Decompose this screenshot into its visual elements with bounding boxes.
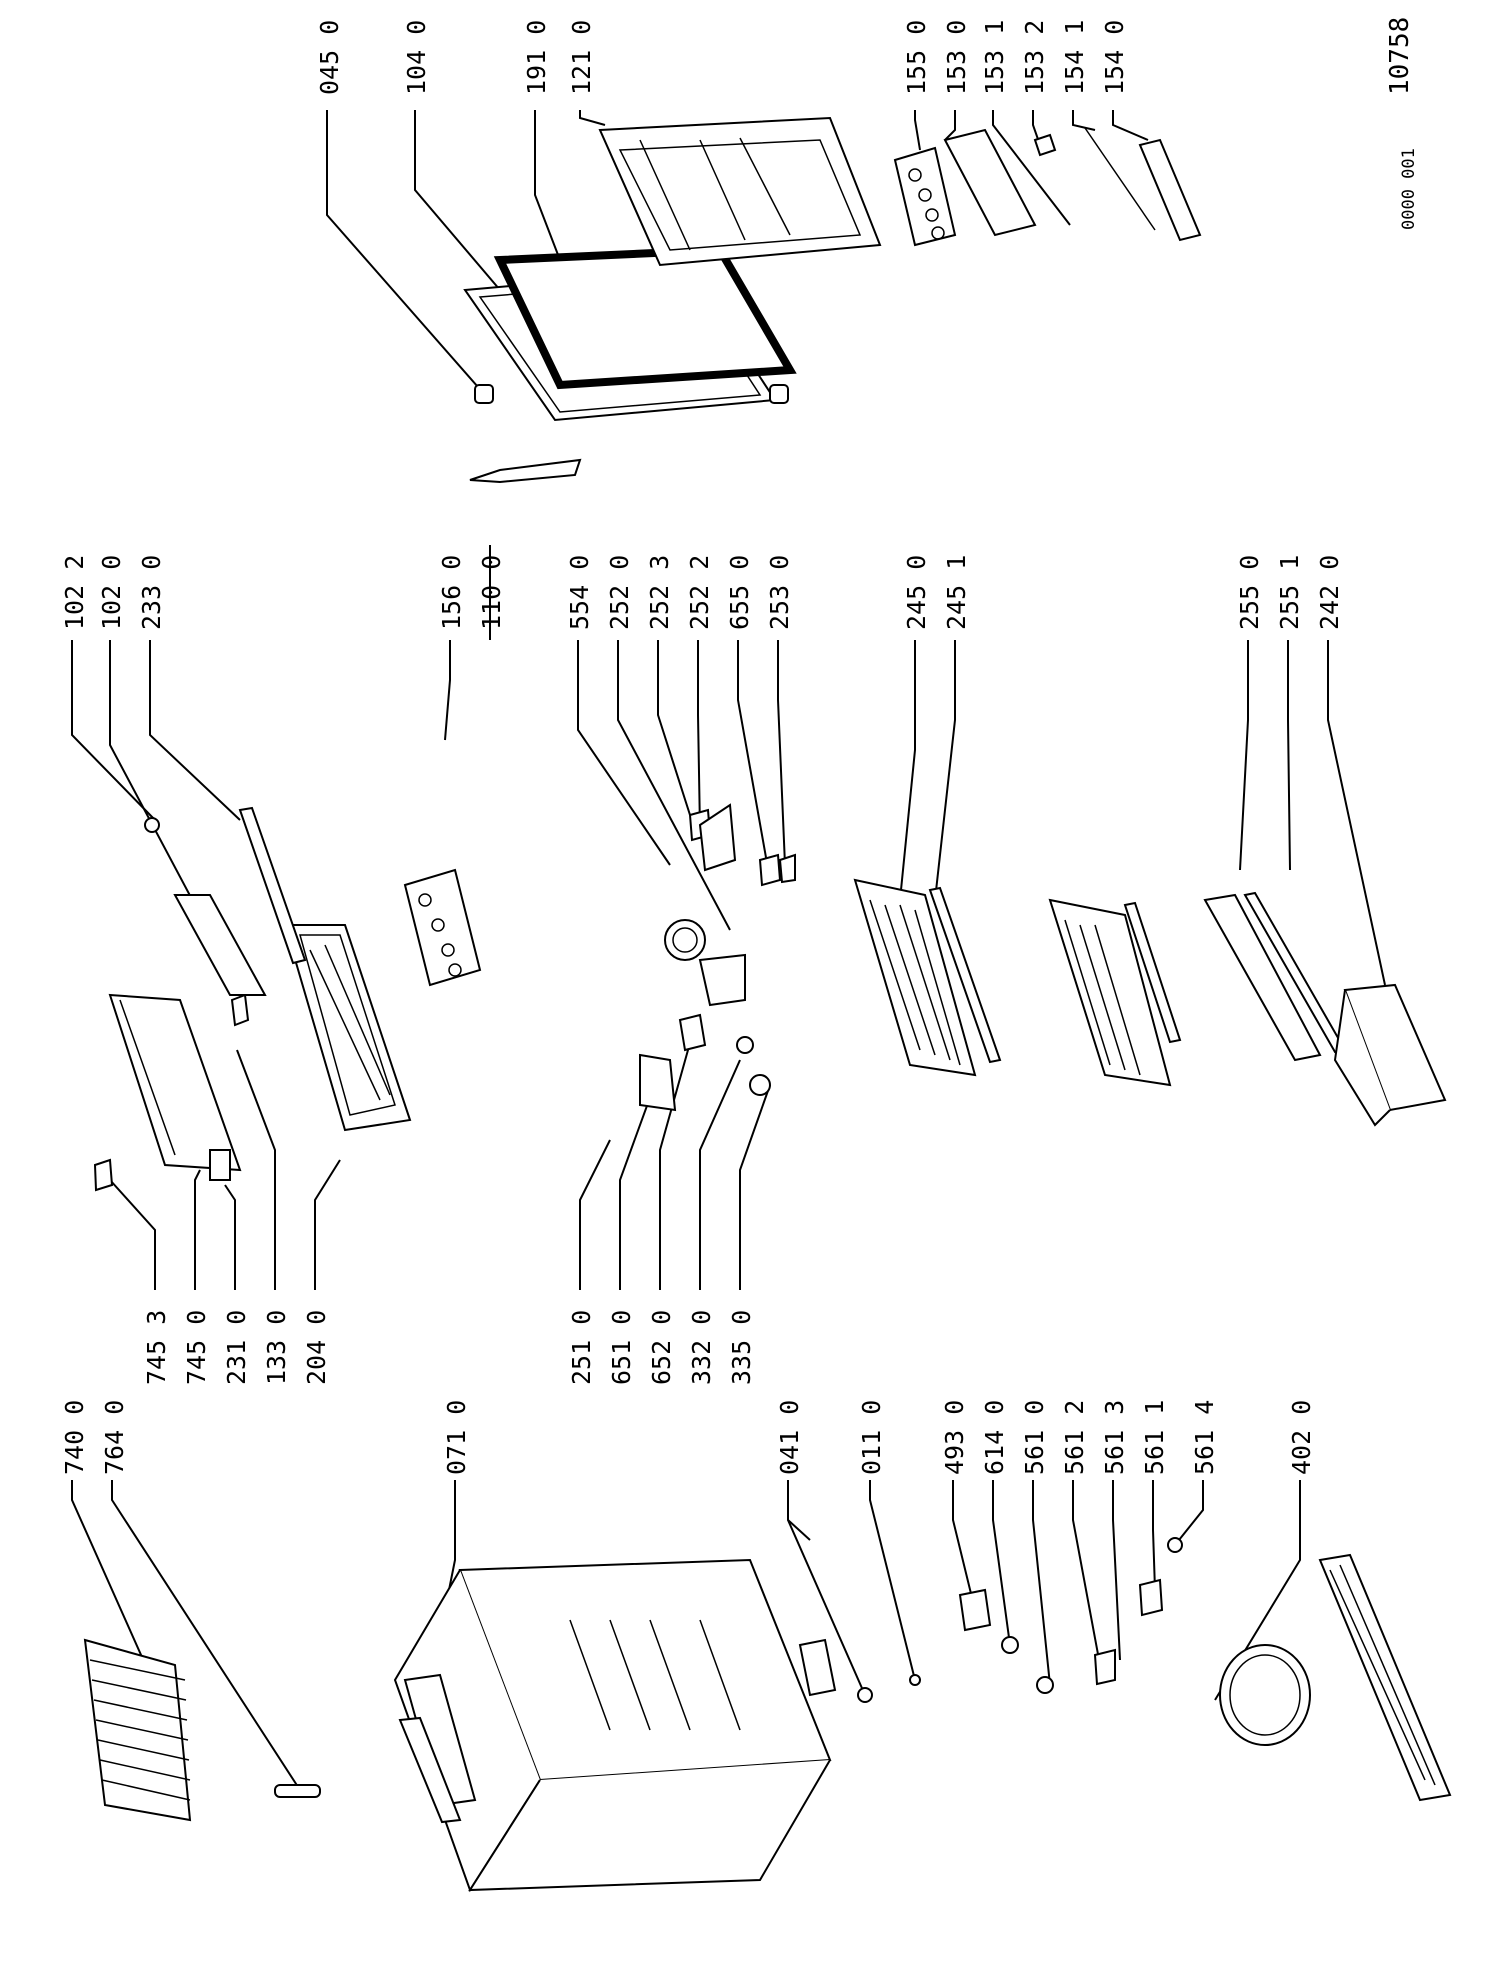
part-label-154-1: 154 1	[1060, 20, 1089, 95]
part-label-204-0: 204 0	[302, 1310, 331, 1385]
part-label-655-0: 655 0	[725, 555, 754, 630]
label-group-left: 740 0 764 0 071 0 041 0 011 0 493 0 614 …	[60, 1400, 1316, 1475]
spring-133	[230, 993, 250, 1027]
part-label-041-0: 041 0	[775, 1400, 804, 1475]
freezer-flap-745	[108, 993, 242, 1172]
part-label-561-1: 561 1	[1140, 1400, 1169, 1475]
part-label-155-0: 155 0	[902, 20, 931, 95]
door-clip-153-2	[1033, 133, 1057, 157]
part-label-121-0: 121 0	[567, 20, 596, 95]
part-label-153-1: 153 1	[980, 20, 1009, 95]
crisper-drawer-242	[1333, 983, 1447, 1127]
part-label-652-0: 652 0	[647, 1310, 676, 1385]
filter-drier-764	[274, 1784, 321, 1798]
part-label-335-0: 335 0	[727, 1310, 756, 1385]
hinge-745-3	[93, 1158, 114, 1192]
part-label-745-0: 745 0	[182, 1310, 211, 1385]
part-label-156-0: 156 0	[437, 555, 466, 630]
door-liner-121	[598, 116, 882, 267]
part-label-252-0: 252 0	[605, 555, 634, 630]
part-label-561-2: 561 2	[1060, 1400, 1089, 1475]
doc-code: 0000 001	[1399, 148, 1419, 230]
part-label-110-0: 110 0	[477, 555, 506, 630]
part-label-104-0: 104 0	[402, 20, 431, 95]
part-label-253-0: 253 0	[765, 555, 794, 630]
part-label-561-3: 561 3	[1100, 1400, 1129, 1475]
egg-tray-155	[893, 146, 957, 247]
tray-102	[144, 817, 267, 996]
part-label-191-0: 191 0	[522, 20, 551, 95]
part-label-011-0: 011 0	[857, 1400, 886, 1475]
part-label-153-0: 153 0	[942, 20, 971, 95]
wire-shelf-2	[1048, 898, 1182, 1087]
part-label-255-1: 255 1	[1275, 555, 1304, 630]
part-label-764-0: 764 0	[100, 1400, 129, 1475]
part-label-245-0: 245 0	[902, 555, 931, 630]
part-label-561-4: 561 4	[1190, 1400, 1219, 1475]
part-label-332-0: 332 0	[687, 1310, 716, 1385]
part-label-045-0: 045 0	[315, 20, 344, 95]
screw-011	[909, 1674, 921, 1686]
hinge-041	[798, 1638, 873, 1703]
cabinet-071	[393, 1558, 832, 1893]
thermostat-group	[639, 803, 796, 1112]
part-label-252-3: 252 3	[645, 555, 674, 630]
condenser-740	[83, 1638, 192, 1822]
part-label-102-2: 102 2	[60, 555, 89, 630]
label-group-top-right: 045 0 104 0 191 0 121 0 155 0 153 0 153 …	[315, 17, 1419, 230]
hinge-cap-045	[474, 384, 789, 404]
wire-shelf-245	[853, 878, 1002, 1077]
glass-shelf-255	[1203, 891, 1347, 1062]
part-label-102-0: 102 0	[97, 555, 126, 630]
label-group-middle-right: 102 2 102 0 233 0 156 0 110 0 554 0 252 …	[60, 555, 1344, 630]
door-shelf-153	[943, 128, 1037, 237]
part-label-133-0: 133 0	[262, 1310, 291, 1385]
part-label-740-0: 740 0	[60, 1400, 89, 1475]
rail-233	[238, 806, 307, 965]
relay-group	[958, 1537, 1183, 1694]
part-label-561-0: 561 0	[1020, 1400, 1049, 1475]
part-label-554-0: 554 0	[565, 555, 594, 630]
part-label-071-0: 071 0	[442, 1400, 471, 1475]
part-label-255-0: 255 0	[1235, 555, 1264, 630]
part-label-153-2: 153 2	[1020, 20, 1049, 95]
door-gasket-191	[493, 245, 797, 390]
part-label-154-0: 154 0	[1100, 20, 1129, 95]
part-label-651-0: 651 0	[607, 1310, 636, 1385]
door-bar-154	[1084, 127, 1202, 242]
base-plate	[1318, 1553, 1452, 1802]
part-label-252-2: 252 2	[685, 555, 714, 630]
part-label-745-3: 745 3	[142, 1310, 171, 1385]
part-label-251-0: 251 0	[567, 1310, 596, 1385]
door-handle-110	[469, 458, 582, 484]
latch-231	[209, 1149, 231, 1181]
part-label-233-0: 233 0	[137, 555, 166, 630]
label-group-middle-left: 745 3 745 0 231 0 133 0 204 0 251 0 651 …	[142, 1310, 756, 1385]
evaporator-shelf-204	[283, 924, 412, 1132]
part-label-402-0: 402 0	[1287, 1400, 1316, 1475]
part-label-245-1: 245 1	[942, 555, 971, 630]
ice-tray-156	[403, 868, 482, 987]
part-label-231-0: 231 0	[222, 1310, 251, 1385]
compressor-402	[1219, 1644, 1311, 1746]
part-label-242-0: 242 0	[1315, 555, 1344, 630]
part-label-614-0: 614 0	[980, 1400, 1009, 1475]
drawing-id: 10758	[1385, 17, 1415, 95]
part-label-493-0: 493 0	[940, 1400, 969, 1475]
